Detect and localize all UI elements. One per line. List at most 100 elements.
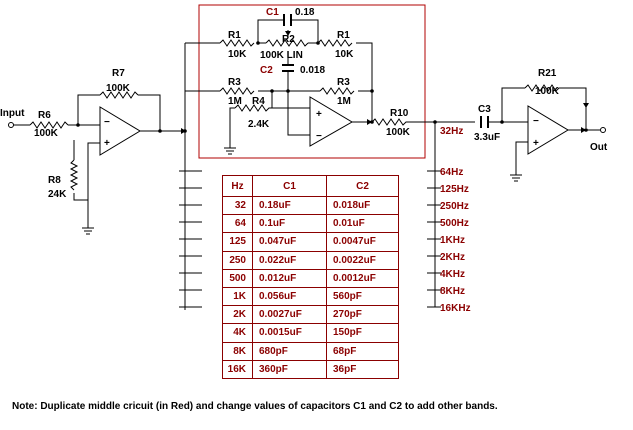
r1-right-value: 10K xyxy=(335,49,354,60)
r3-left-value: 1M xyxy=(228,96,242,107)
r8-resistor xyxy=(69,159,79,191)
table-cell-c1: 0.0027uF xyxy=(252,305,327,325)
table-cell-hz: 2K xyxy=(222,305,253,325)
output-terminal xyxy=(600,127,606,133)
table-cell-c1: 0.056uF xyxy=(252,286,327,307)
r21-value: 100K xyxy=(535,86,560,97)
svg-text:−: − xyxy=(533,116,539,127)
band-64hz: 64Hz xyxy=(440,167,463,178)
svg-text:+: + xyxy=(316,109,322,120)
band-circuit-box xyxy=(198,4,426,159)
r10-value: 100K xyxy=(386,127,411,138)
c2-value: 0.018 xyxy=(300,65,325,76)
r2-potentiometer xyxy=(265,39,309,47)
table-cell-c1: 360pF xyxy=(252,359,327,379)
junction-dots xyxy=(76,41,588,133)
r1-right-resistor xyxy=(317,39,353,47)
table-header-c2: C2 xyxy=(326,175,399,197)
table-cell-hz: 1K xyxy=(222,286,253,307)
c3-value: 3.3uF xyxy=(474,132,500,143)
r4-name: R4 xyxy=(252,96,265,107)
table-cell-c1: 0.012uF xyxy=(252,268,327,288)
svg-text:+: + xyxy=(533,138,539,149)
table-cell-c2: 270pF xyxy=(326,305,399,325)
table-cell-c1: 0.1uF xyxy=(252,214,327,234)
bus-taps xyxy=(179,170,202,308)
c1-capacitor xyxy=(283,14,292,26)
svg-text:−: − xyxy=(104,117,110,128)
table-header-row: Hz C1 C2 xyxy=(222,175,399,197)
band-125hz: 125Hz xyxy=(440,184,469,195)
r10-resistor xyxy=(371,118,435,126)
band-8khz: 8KHz xyxy=(440,286,465,297)
c2-capacitor xyxy=(282,64,294,72)
r2-name: R2 xyxy=(282,34,295,45)
table-cell-c2: 560pF xyxy=(326,286,399,307)
table-cell-c1: 0.047uF xyxy=(252,232,327,252)
table-cell-c2: 0.018uF xyxy=(326,195,399,216)
r3-right-name: R3 xyxy=(337,77,350,88)
input-terminal xyxy=(8,122,14,128)
band-4khz: 4KHz xyxy=(440,269,465,280)
c1-name: C1 xyxy=(266,7,279,18)
r21-name: R21 xyxy=(538,68,557,79)
r7-name: R7 xyxy=(112,68,125,79)
opamp-1 xyxy=(99,106,141,156)
r3-right-value: 1M xyxy=(337,96,351,107)
table-cell-hz: 250 xyxy=(222,250,253,270)
c3-capacitor xyxy=(480,116,489,128)
band-2khz: 2KHz xyxy=(440,252,465,263)
table-cell-hz: 8K xyxy=(222,341,253,361)
band-32hz: 32Hz xyxy=(440,126,463,137)
ground-1 xyxy=(82,227,94,235)
table-cell-c2: 0.0047uF xyxy=(326,232,399,252)
table-cell-hz: 16K xyxy=(222,359,253,379)
r2-value: 100K LIN xyxy=(260,50,303,61)
r3-left-name: R3 xyxy=(228,77,241,88)
r6-name: R6 xyxy=(38,110,51,121)
table-cell-c2: 0.01uF xyxy=(326,214,399,234)
opamp-2 xyxy=(309,96,353,147)
r21-resistor xyxy=(524,84,587,128)
r7-resistor xyxy=(99,91,139,99)
r1-left-name: R1 xyxy=(228,30,241,41)
table-cell-hz: 4K xyxy=(222,323,253,343)
c1-value: 0.18 xyxy=(295,7,315,18)
r4-resistor xyxy=(234,104,310,112)
band-250hz: 250Hz xyxy=(440,201,469,212)
svg-text:−: − xyxy=(316,131,322,142)
c2-name: C2 xyxy=(260,65,273,76)
r3-left-resistor xyxy=(219,87,255,95)
table-cell-hz: 500 xyxy=(222,268,253,288)
output-label: Out xyxy=(590,142,608,153)
table-cell-c1: 0.18uF xyxy=(252,195,327,216)
note-caption: Note: Duplicate middle cricuit (in Red) … xyxy=(12,401,498,412)
r6-value: 100K xyxy=(34,128,59,139)
r8-name: R8 xyxy=(48,175,61,186)
r6-resistor xyxy=(29,121,69,129)
table-cell-hz: 64 xyxy=(222,214,253,234)
band-1khz: 1KHz xyxy=(440,235,465,246)
table-cell-hz: 125 xyxy=(222,232,253,252)
table-cell-hz: 32 xyxy=(222,195,253,216)
table-cell-c1: 0.0015uF xyxy=(252,323,327,343)
r10-name: R10 xyxy=(390,108,409,119)
table-cell-c2: 0.0012uF xyxy=(326,268,399,288)
r3-right-resistor xyxy=(319,87,355,95)
r1-left-resistor xyxy=(219,39,255,47)
ground-2 xyxy=(224,147,236,155)
c3-name: C3 xyxy=(478,104,491,115)
r1-right-name: R1 xyxy=(337,30,350,41)
opamp-3 xyxy=(527,105,569,155)
